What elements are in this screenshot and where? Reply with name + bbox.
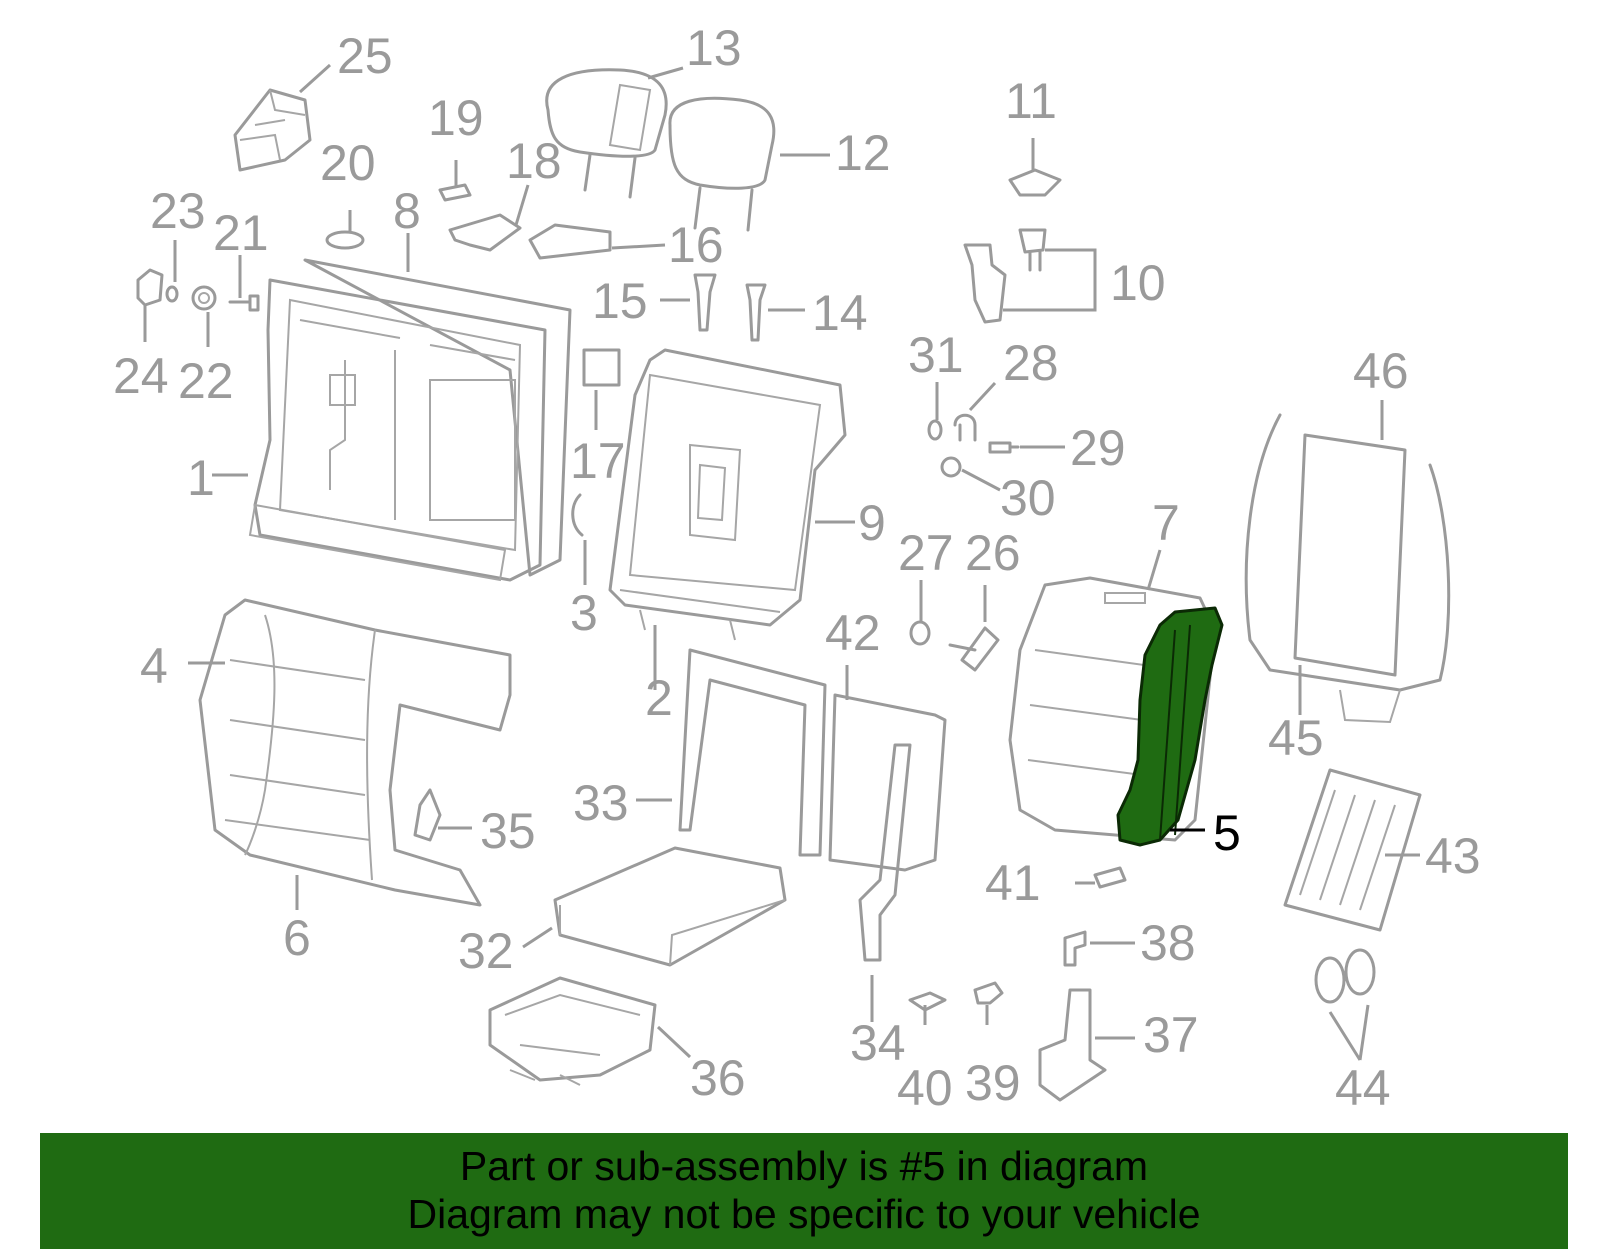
- callout-14: 14: [812, 285, 868, 341]
- callout-29: 29: [1070, 420, 1126, 476]
- part-44-pads: [1314, 948, 1376, 1004]
- callout-33: 33: [573, 775, 629, 831]
- callout-46: 46: [1353, 343, 1409, 399]
- part-1-seatback-frame: [248, 278, 547, 582]
- part-33-panel: [678, 648, 827, 857]
- callout-31: 31: [908, 327, 964, 383]
- callout-34: 34: [850, 1015, 906, 1071]
- callout-32: 32: [458, 923, 514, 979]
- part-36-cushion-frame: [488, 976, 657, 1086]
- part-21-bolt: [228, 294, 260, 312]
- callout-19: 19: [428, 90, 484, 146]
- callout-41: 41: [985, 855, 1041, 911]
- callout-8: 8: [393, 183, 421, 239]
- callout-25: 25: [337, 28, 393, 84]
- callout-11: 11: [1005, 73, 1057, 129]
- callout-44: 44: [1335, 1060, 1391, 1116]
- callout-9: 9: [858, 495, 886, 551]
- part-11-latch: [1008, 168, 1062, 197]
- callout-43: 43: [1425, 828, 1481, 884]
- part-43-lumbar: [1283, 768, 1422, 932]
- callout-2: 2: [645, 670, 673, 726]
- part-24-cover: [136, 268, 164, 307]
- callout-38: 38: [1140, 915, 1196, 971]
- callout-3: 3: [570, 585, 598, 641]
- part-45-frame-wire: [1244, 413, 1451, 724]
- callout-17: 17: [570, 433, 626, 489]
- part-4-cushion-cover: [198, 598, 512, 907]
- callout-26: 26: [965, 525, 1021, 581]
- part-13-headrest: [545, 68, 668, 199]
- part-20-cap: [325, 230, 365, 250]
- callout-22: 22: [178, 353, 234, 409]
- leader-lines: [143, 63, 1420, 1061]
- part-12-headrest: [668, 96, 776, 232]
- part-18-bracket: [448, 213, 522, 252]
- callout-39: 39: [965, 1055, 1021, 1111]
- callout-24: 24: [113, 348, 169, 404]
- part-42-panel: [828, 693, 947, 872]
- part-46-pad: [1293, 433, 1407, 677]
- callout-28: 28: [1003, 335, 1059, 391]
- callout-21: 21: [213, 205, 269, 261]
- callout-45: 45: [1268, 710, 1324, 766]
- callout-7: 7: [1152, 495, 1180, 551]
- part-40-cap: [908, 991, 947, 1012]
- callout-labels: 25 13 12 19 18 16 20 8 23 21 24 22 15 14…: [113, 20, 1481, 1116]
- banner-part-note: Part or sub-assembly is #5 in diagram: [459, 1143, 1149, 1189]
- part-3-clip: [571, 493, 584, 537]
- part-39-cap: [973, 981, 1004, 1005]
- callout-15: 15: [592, 273, 648, 329]
- part-22-nut: [191, 285, 217, 311]
- part-34-trim: [858, 743, 912, 962]
- callout-5: 5: [1213, 805, 1241, 861]
- callout-30: 30: [1000, 470, 1056, 526]
- part-29-bolt: [988, 441, 1020, 454]
- part-35-hook: [413, 788, 442, 842]
- callout-10: 10: [1110, 255, 1166, 311]
- callout-35: 35: [480, 803, 536, 859]
- callout-1: 1: [187, 450, 215, 506]
- callout-40: 40: [897, 1060, 953, 1116]
- part-28-bracket: [953, 413, 977, 442]
- callout-27: 27: [898, 525, 954, 581]
- callout-42: 42: [825, 605, 881, 661]
- part-27-washer: [909, 620, 931, 646]
- part-25-bracket: [233, 88, 312, 172]
- part-23-washer: [165, 285, 179, 303]
- part-14-pin: [745, 283, 767, 342]
- part-16-trim: [528, 223, 612, 260]
- part-41-cap: [1093, 866, 1127, 889]
- part-9-seatback-frame: [608, 348, 847, 641]
- callout-37: 37: [1143, 1007, 1199, 1063]
- part-7-seatback-cover: [1008, 576, 1217, 842]
- banner-disclaimer: Diagram may not be specific to your vehi…: [407, 1191, 1201, 1237]
- part-32-cushion-pad: [553, 846, 787, 967]
- info-banner: Part or sub-assembly is #5 in diagram Di…: [40, 1133, 1568, 1249]
- callout-20: 20: [320, 135, 376, 191]
- part-37-bracket: [1038, 988, 1107, 1102]
- part-10-latch-assembly: [963, 228, 1047, 324]
- part-8-back-panel: [303, 258, 572, 577]
- part-15-pin: [693, 273, 717, 332]
- callout-6: 6: [283, 910, 311, 966]
- part-30-nut: [940, 456, 962, 478]
- callout-36: 36: [690, 1050, 746, 1106]
- callout-18: 18: [506, 133, 562, 189]
- callout-23: 23: [150, 183, 206, 239]
- part-17-plate: [582, 348, 621, 387]
- callout-4: 4: [140, 638, 168, 694]
- part-31-washer: [927, 419, 943, 441]
- part-5-highlighted: [1116, 606, 1224, 847]
- callout-16: 16: [668, 217, 724, 273]
- part-38-clip: [1063, 930, 1087, 967]
- callout-13: 13: [686, 20, 742, 76]
- callout-12: 12: [835, 125, 891, 181]
- part-26-bracket: [948, 626, 1000, 672]
